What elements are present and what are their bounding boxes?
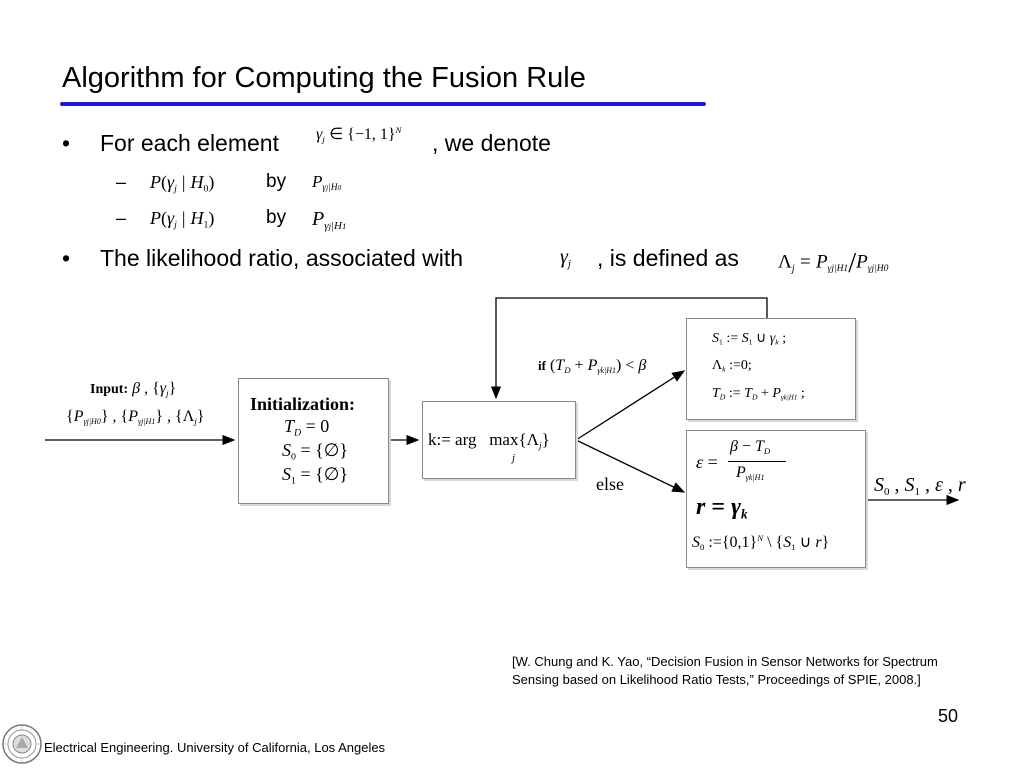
update-box: [686, 318, 856, 420]
lambda-definition-formula: Λj = Pγj|H1/Pγj|H0: [778, 248, 889, 279]
citation: [W. Chung and K. Yao, “Decision Fusion i…: [512, 653, 1002, 689]
argmax-subscript: j: [512, 452, 516, 464]
input-params: Input: β , {γj}: [90, 380, 177, 399]
initialization-box: [238, 378, 389, 504]
else-label: else: [596, 474, 624, 494]
branch-else-arrow: [575, 439, 686, 493]
bullet-2-prefix: The likelihood ratio, associated with: [100, 245, 464, 271]
if-label: if: [538, 358, 546, 373]
p-h0-symbol: Pγj|H0: [312, 172, 342, 194]
citation-line-2: Sensing based on Likelihood Ratio Tests,…: [512, 672, 921, 687]
initialization-title: Initialization:: [250, 394, 356, 414]
epsilon-lhs: ε =: [696, 452, 718, 472]
title-underline: [60, 102, 706, 106]
branch-if-arrow: [575, 370, 686, 441]
gamma-set-formula: γj ∈ {−1, 1}N: [316, 124, 402, 145]
update-td: TD := TD + Pγk|H1 ;: [712, 386, 805, 402]
init-s1: S1 = {∅}: [282, 464, 349, 487]
argmax-box: [422, 401, 576, 479]
update-lambda: Λk :=0;: [712, 358, 752, 374]
loop-back-line: [490, 297, 768, 400]
r-assignment: r = γk: [696, 494, 748, 522]
epsilon-numerator: β − TD: [730, 438, 771, 457]
footer-text: Electrical Engineering. University of Ca…: [44, 740, 386, 755]
bullet-1-prefix: For each element: [100, 130, 279, 156]
init-td: TD = 0: [284, 416, 330, 439]
input-label: Input:: [90, 382, 129, 397]
page-number: 50: [938, 706, 959, 726]
bullet-1-suffix: , we denote: [432, 130, 551, 156]
s0-assignment: S0 :={0,1}N \ {S1 ∪ r}: [692, 532, 830, 553]
dash-1: –: [116, 172, 127, 192]
input-probabilities: {Pγj|H0} , {Pγj|H1} , {Λj}: [66, 408, 205, 427]
dash-2: –: [116, 208, 127, 228]
gamma-j-symbol: γj: [560, 246, 571, 270]
if-condition: if (TD + Pγk|H1) < β: [538, 357, 647, 376]
epsilon-fraction-bar: [728, 461, 786, 462]
argmax-formula: k:= arg max{Λj}: [428, 430, 550, 452]
update-s1: S1 := S1 ∪ γk ;: [712, 331, 787, 347]
output-values: S0 , S1 , ε , r: [874, 474, 966, 498]
prob-h0-formula: P(γj | H0): [150, 172, 215, 195]
by-label-1: by: [266, 171, 287, 192]
init-s0: S0 = {∅}: [282, 440, 349, 463]
citation-line-1: [W. Chung and K. Yao, “Decision Fusion i…: [512, 654, 938, 669]
result-box: [686, 430, 866, 568]
bullet-2-mid: , is defined as: [597, 245, 739, 271]
epsilon-denominator: Pγk|H1: [736, 464, 765, 482]
slide-title: Algorithm for Computing the Fusion Rule: [62, 62, 586, 94]
p-h1-symbol: Pγj|H1: [312, 208, 347, 232]
prob-h1-formula: P(γj | H1): [150, 208, 215, 231]
by-label-2: by: [266, 207, 287, 228]
university-seal-icon: [2, 724, 42, 769]
bullet-dot-2: •: [62, 245, 71, 271]
bullet-dot: •: [62, 130, 71, 156]
